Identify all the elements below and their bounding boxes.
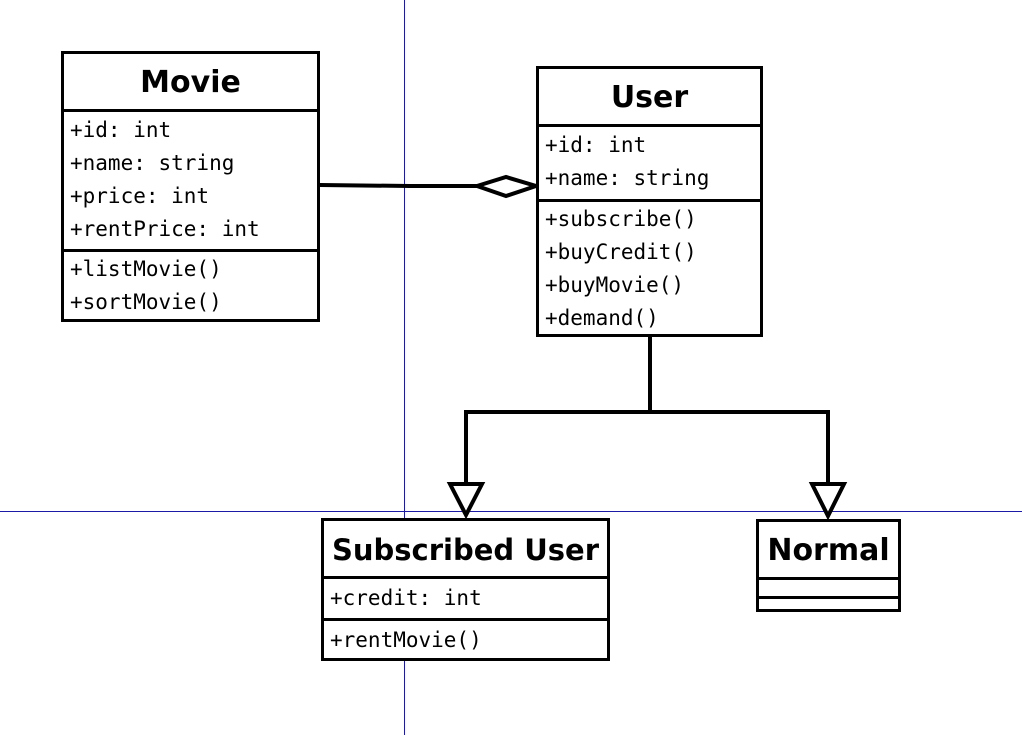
attributes-section bbox=[759, 580, 898, 599]
attribute: +credit: int bbox=[330, 586, 482, 610]
aggregation-diamond bbox=[470, 174, 543, 199]
attributes-section: +credit: int bbox=[324, 579, 607, 621]
aggregation-line bbox=[319, 183, 477, 188]
operations-section: +subscribe() +buyCredit() +buyMovie() +d… bbox=[539, 202, 760, 337]
class-subscribed-user[interactable]: Subscribed User +credit: int +rentMovie(… bbox=[321, 518, 610, 661]
operations-section: +rentMovie() bbox=[324, 621, 607, 660]
class-user[interactable]: User +id: int +name: string +subscribe()… bbox=[536, 66, 763, 337]
attribute: +id: int bbox=[545, 133, 647, 157]
attribute: +id: int bbox=[70, 118, 172, 142]
attributes-section: +id: int +name: string +price: int +rent… bbox=[64, 112, 317, 252]
attribute: +name: string bbox=[70, 151, 235, 175]
class-movie[interactable]: Movie +id: int +name: string +price: int… bbox=[61, 51, 320, 322]
generalization-bus bbox=[464, 410, 830, 484]
attribute: +name: string bbox=[545, 166, 710, 190]
class-name: Movie bbox=[64, 54, 317, 112]
generalization-arrow-normal bbox=[808, 482, 848, 521]
attribute: +rentPrice: int bbox=[70, 217, 260, 241]
operation: +demand() bbox=[545, 306, 659, 330]
operation: +rentMovie() bbox=[330, 628, 482, 652]
operation: +buyMovie() bbox=[545, 273, 685, 297]
operation: +subscribe() bbox=[545, 207, 697, 231]
class-normal[interactable]: Normal bbox=[756, 519, 901, 612]
operation: +buyCredit() bbox=[545, 240, 697, 264]
operations-section: +listMovie() +sortMovie() bbox=[64, 252, 317, 321]
operation: +sortMovie() bbox=[70, 290, 222, 314]
operation: +listMovie() bbox=[70, 257, 222, 281]
attribute: +price: int bbox=[70, 184, 210, 208]
class-name: User bbox=[539, 69, 760, 127]
class-name: Subscribed User bbox=[324, 521, 607, 579]
vertical-guide-line bbox=[404, 0, 405, 735]
horizontal-guide-line bbox=[0, 511, 1022, 512]
attributes-section: +id: int +name: string bbox=[539, 127, 760, 202]
class-name: Normal bbox=[759, 522, 898, 580]
generalization-arrow-subscribed bbox=[446, 482, 486, 520]
